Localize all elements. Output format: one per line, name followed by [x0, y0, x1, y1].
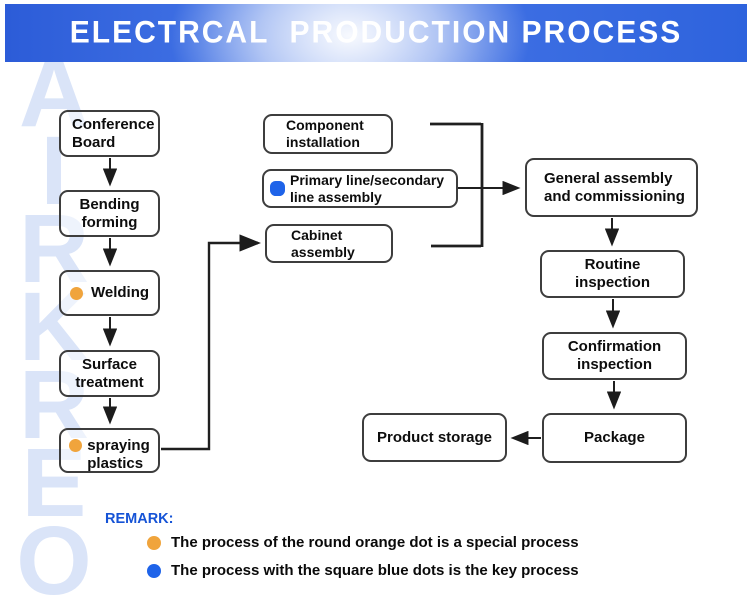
box-cabinet-assembly: Cabinet assembly	[265, 224, 393, 263]
remark-text: The process of the round orange dot is a…	[171, 534, 579, 551]
box-general-assembly: General assembly and commissioning	[525, 158, 698, 217]
orange-dot-icon	[69, 439, 83, 452]
blue-square-icon	[270, 181, 285, 196]
remark-item-special-process: The process of the round orange dot is a…	[147, 534, 579, 551]
orange-dot-icon	[147, 535, 161, 550]
box-label: Confirmation inspection	[567, 338, 662, 373]
box-product-storage: Product storage	[362, 413, 507, 462]
box-label: Bending forming	[79, 195, 140, 231]
page-title: ELECTRCAL PRODUCTION PROCESS	[69, 14, 683, 50]
box-routine-inspection: Routine inspection	[540, 250, 685, 298]
box-label: Conference Board	[72, 115, 155, 151]
box-label: spraying plastics	[87, 437, 150, 472]
box-surface-treatment: Surface treatment	[59, 350, 160, 397]
arrow-spraying-to-cabinet	[161, 234, 262, 451]
blue-dot-icon	[147, 563, 161, 578]
box-component-installation: Component installation	[263, 114, 393, 154]
box-label: Package	[584, 429, 645, 447]
box-label: Cabinet assembly	[291, 226, 355, 260]
box-label: Primary line/secondary line assembly	[290, 171, 445, 205]
box-label: Product storage	[376, 428, 493, 446]
box-label: General assembly and commissioning	[544, 169, 685, 205]
box-conference-board: Conference Board	[59, 110, 160, 157]
box-primary-line-assembly: Primary line/secondary line assembly	[262, 169, 458, 208]
orange-dot-icon	[69, 286, 83, 300]
box-label: Surface treatment	[75, 355, 144, 391]
box-welding: Welding	[59, 270, 160, 316]
box-spraying-plastics: spraying plastics	[59, 428, 160, 473]
box-label: Component installation	[286, 117, 364, 150]
remark-item-key-process: The process with the square blue dots is…	[147, 562, 579, 579]
box-confirmation-inspection: Confirmation inspection	[542, 332, 687, 380]
box-bending-forming: Bending forming	[59, 190, 160, 237]
title-bar: ELECTRCAL PRODUCTION PROCESS	[5, 4, 747, 62]
remark-text: The process with the square blue dots is…	[171, 562, 579, 579]
box-label: Welding	[90, 284, 150, 302]
remark-label: REMARK:	[105, 511, 174, 527]
box-label: Routine inspection	[574, 256, 650, 291]
box-package: Package	[542, 413, 687, 463]
